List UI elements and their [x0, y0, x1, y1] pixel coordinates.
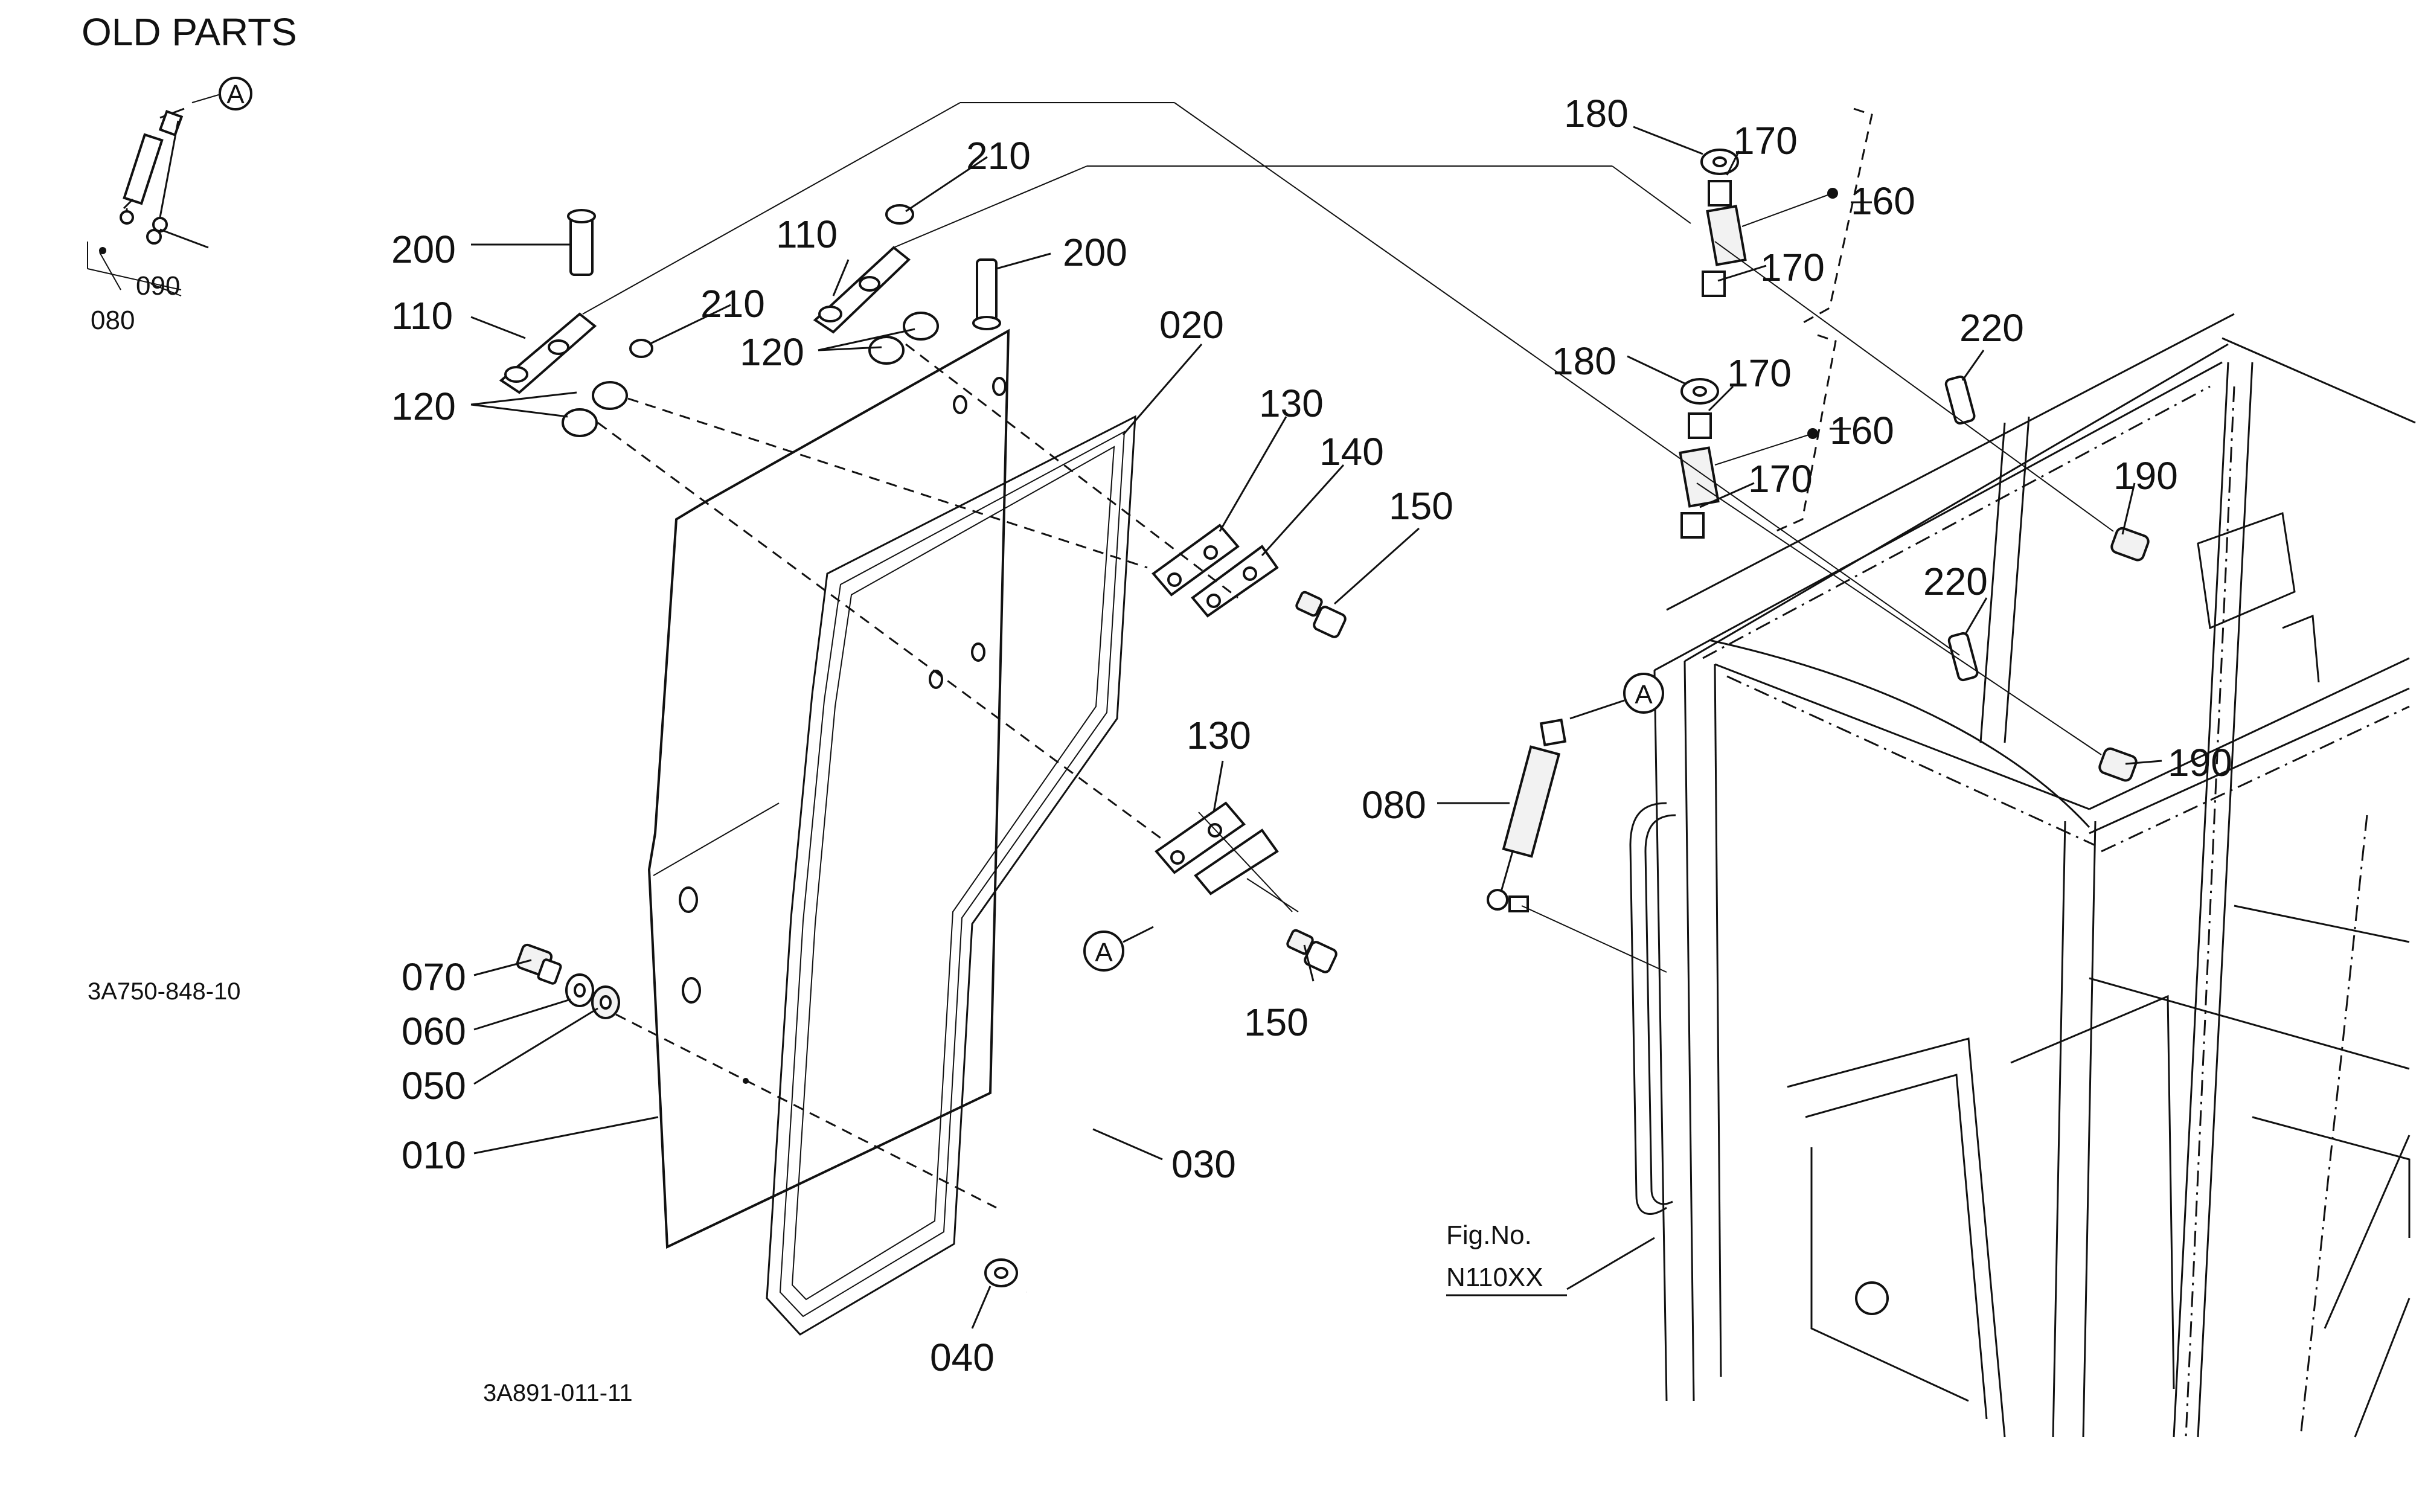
marker-a-strut: A [1569, 673, 1664, 720]
alignment-lines [582, 102, 2114, 1209]
callout-190-bottom: 190 [2168, 741, 2232, 784]
callout-110-right: 110 [776, 213, 838, 256]
callout-130-bottom: 130 [1187, 714, 1251, 757]
callout-190-top: 190 [2113, 454, 2178, 498]
callout-030: 030 [1171, 1142, 1236, 1186]
callout-140: 140 [1319, 430, 1384, 473]
callout-150-top: 150 [1389, 484, 1453, 528]
callout-110-left: 110 [391, 294, 453, 338]
callout-180-bottom: 180 [1552, 339, 1616, 383]
marker-a-door: A [1083, 926, 1154, 972]
callout-160-bottom: 160 [1830, 409, 1894, 452]
callout-020: 020 [1159, 303, 1224, 347]
callout-200-left: 200 [391, 228, 456, 271]
old-marker-a: A [191, 77, 252, 111]
fig-ref-line2: N110XX [1446, 1263, 1543, 1292]
old-drawing-code: 3A750-848-10 [88, 978, 241, 1005]
old-parts-inset: OLD PARTS A 090 080 3A750-848-10 [82, 10, 297, 1005]
callout-210-left: 210 [700, 282, 765, 325]
hinge-plates-130-140 [1152, 524, 1279, 895]
callout-080: 080 [1362, 783, 1426, 827]
callout-160-top: 160 [1851, 179, 1915, 223]
callout-060: 060 [402, 1010, 466, 1053]
main-drawing-code: 3A891-011-11 [483, 1380, 633, 1406]
callout-130-top: 130 [1259, 382, 1324, 425]
door-seal [766, 415, 1136, 1336]
door-glass-panel [647, 328, 1010, 1249]
callout-labels: 200 110 120 210 210 110 120 200 020 130 … [391, 92, 2232, 1379]
callout-170-a: 170 [1733, 119, 1798, 162]
upper-hinge-assembly [1700, 107, 1873, 324]
fig-ref-line1: Fig.No. [1446, 1220, 1532, 1250]
marker-a-door-label: A [1095, 938, 1113, 967]
bolts-150 [1286, 591, 1347, 973]
callout-120-left: 120 [391, 385, 456, 428]
old-gas-strut-drawing [87, 107, 209, 296]
callout-070: 070 [402, 955, 466, 999]
old-parts-title: OLD PARTS [82, 10, 297, 54]
callout-170-b: 170 [1760, 246, 1825, 289]
left-hinge-link [499, 209, 653, 437]
gas-strut [1487, 719, 1667, 973]
right-hinge-link [813, 204, 1001, 365]
callout-150-bottom: 150 [1244, 1001, 1309, 1044]
callout-170-c: 170 [1727, 351, 1792, 395]
callout-170-d: 170 [1748, 457, 1813, 501]
leader-lines [470, 126, 2162, 1329]
old-marker-a-label: A [226, 80, 245, 109]
figure-reference: Fig.No. N110XX [1446, 1220, 1567, 1296]
callout-220-bottom: 220 [1923, 560, 1988, 603]
callout-180-top: 180 [1564, 92, 1629, 135]
hinge-plates-and-bolts [1944, 375, 2150, 782]
callout-040: 040 [930, 1336, 995, 1379]
fasteners-050-060-070 [516, 943, 620, 1019]
marker-a-strut-label: A [1635, 680, 1653, 710]
callout-010: 010 [402, 1133, 466, 1177]
callout-210-right: 210 [966, 134, 1031, 178]
callout-120-right: 120 [740, 330, 804, 374]
callout-220-top: 220 [1959, 306, 2024, 350]
old-callout-080: 080 [91, 306, 135, 335]
old-callout-090: 090 [136, 271, 180, 301]
callout-200-right: 200 [1063, 231, 1127, 274]
cab-frame [1629, 313, 2416, 1438]
callout-050: 050 [402, 1064, 466, 1107]
